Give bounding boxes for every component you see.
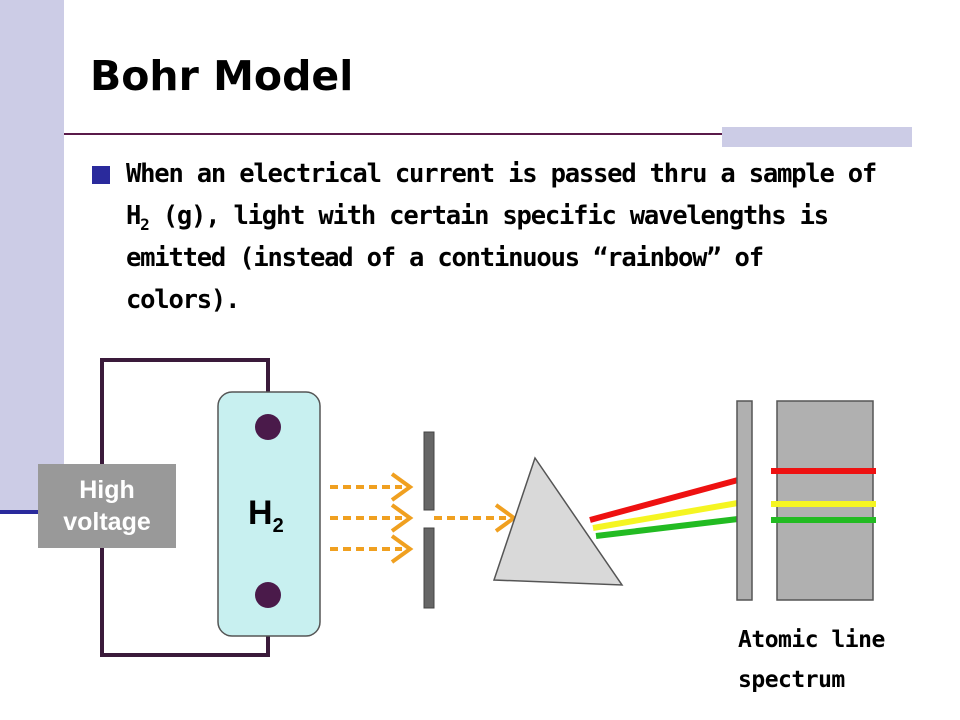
spectrum-caption: Atomic line spectrum xyxy=(738,620,938,700)
voltage-line-2: voltage xyxy=(63,508,151,536)
prism xyxy=(492,456,624,586)
bullet-text: When an electrical current is passed thr… xyxy=(126,153,886,321)
ray-green xyxy=(595,516,739,539)
spectrum-caption-line-2: spectrum xyxy=(738,667,845,693)
slit-plate-bottom xyxy=(423,527,435,609)
high-voltage-label: High voltage xyxy=(38,464,176,548)
bullet-text-part1: When an electrical current is passed thr… xyxy=(126,159,877,231)
ray-red xyxy=(589,477,739,523)
left-accent-bar xyxy=(0,0,64,512)
spectrum-plate xyxy=(776,400,874,601)
gas-tube xyxy=(217,391,321,637)
tube-label-main: H xyxy=(248,494,273,532)
ray-yellow xyxy=(592,500,739,531)
slit-light-arrow xyxy=(434,503,518,533)
screen-slit xyxy=(736,400,753,601)
tube-label: H2 xyxy=(248,494,284,538)
title-divider xyxy=(64,133,912,135)
bottom-electrode xyxy=(255,582,281,608)
tube-label-sub: 2 xyxy=(272,514,284,537)
voltage-line-1: High xyxy=(79,476,135,504)
top-electrode xyxy=(255,414,281,440)
bullet-text-part2: (g), light with certain specific wavelen… xyxy=(126,201,829,315)
left-accent-rule xyxy=(0,510,64,514)
spectrum-caption-line-1: Atomic line xyxy=(738,627,885,653)
title-accent-block xyxy=(722,127,912,147)
bullet-subscript: 2 xyxy=(140,215,150,235)
slit-plate-top xyxy=(423,431,435,511)
bullet-icon xyxy=(92,166,110,184)
emitted-light-arrows xyxy=(330,472,414,564)
slide-title: Bohr Model xyxy=(90,52,354,100)
